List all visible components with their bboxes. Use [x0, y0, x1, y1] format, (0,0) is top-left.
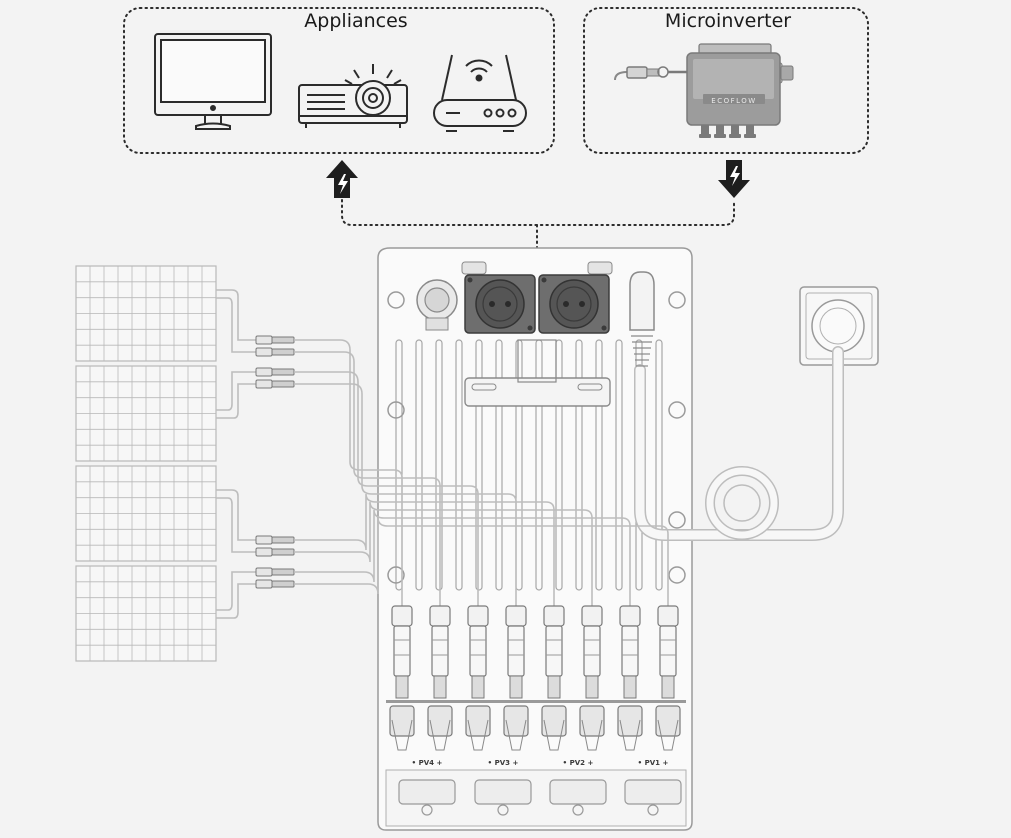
foot-slot-4 [624, 779, 682, 805]
microinverter-label: Microinverter [664, 10, 792, 32]
power-up-arrow-icon [326, 160, 358, 198]
solar-panels [75, 265, 217, 662]
microinverter-icon [614, 43, 794, 138]
foot-slot-1 [398, 779, 456, 805]
pv-connector-7 [617, 605, 643, 751]
pv4-port-label: • PV4 + [411, 759, 443, 767]
pv2-port-label: • PV2 + [562, 759, 594, 767]
pv-connector-bank [385, 605, 687, 827]
monitor-icon [154, 33, 272, 130]
mc4-connector-5 [255, 535, 295, 545]
wall-socket-icon [799, 286, 879, 366]
pv-connector-8 [655, 605, 681, 751]
panel-cables [216, 289, 262, 619]
pv-connector-6 [579, 605, 605, 751]
projector-icon [298, 64, 408, 128]
solar-panel-3 [75, 465, 217, 562]
appliances-group-box [123, 7, 555, 154]
ac-socket-right [538, 274, 610, 334]
pv-connector-4 [503, 605, 529, 751]
foot-screw-3 [572, 804, 584, 816]
foot-screw-2 [497, 804, 509, 816]
mc4-connectors [255, 335, 295, 589]
pv-connector-3 [465, 605, 491, 751]
pv1-port-label: • PV1 + [637, 759, 669, 767]
foot-screw-1 [421, 804, 433, 816]
mc4-connector-1 [255, 335, 295, 345]
power-down-arrow-icon [718, 160, 750, 198]
pv-connector-1 [389, 605, 415, 751]
foot-slot-2 [474, 779, 532, 805]
solar-panel-1 [75, 265, 217, 362]
ac-socket-left [464, 274, 536, 334]
pv-connector-2 [427, 605, 453, 751]
foot-slot-3 [549, 779, 607, 805]
mc4-connector-2 [255, 347, 295, 357]
mc4-connector-7 [255, 567, 295, 577]
pv3-port-label: • PV3 + [487, 759, 519, 767]
foot-screw-4 [647, 804, 659, 816]
pv-connector-5 [541, 605, 567, 751]
appliances-label: Appliances [304, 10, 408, 32]
mc4-connector-8 [255, 579, 295, 589]
pv-input-cables [294, 339, 669, 608]
mc4-connector-6 [255, 547, 295, 557]
power-flow-link [341, 199, 735, 226]
solar-panel-2 [75, 365, 217, 462]
mc4-connector-3 [255, 367, 295, 377]
microinverter-group-box [583, 7, 869, 154]
microinverter-brand: ECOFLOW [711, 97, 757, 105]
mc4-connector-4 [255, 379, 295, 389]
wifi-router-icon [433, 54, 527, 132]
ac-plug-cable [629, 271, 844, 541]
power-station [377, 247, 693, 831]
solar-panel-4 [75, 565, 217, 662]
